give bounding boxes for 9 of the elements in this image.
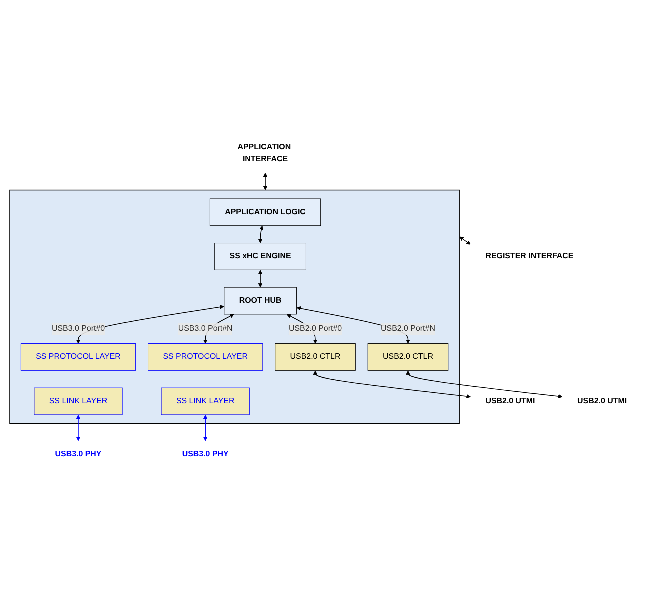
arrow	[459, 236, 470, 244]
arrow	[258, 225, 264, 243]
arrow	[312, 370, 470, 398]
cluster	[9, 189, 460, 424]
arrow	[202, 414, 208, 441]
arrow	[406, 370, 562, 398]
arrow	[262, 172, 268, 190]
arrow	[258, 270, 262, 288]
arrow	[76, 414, 80, 441]
